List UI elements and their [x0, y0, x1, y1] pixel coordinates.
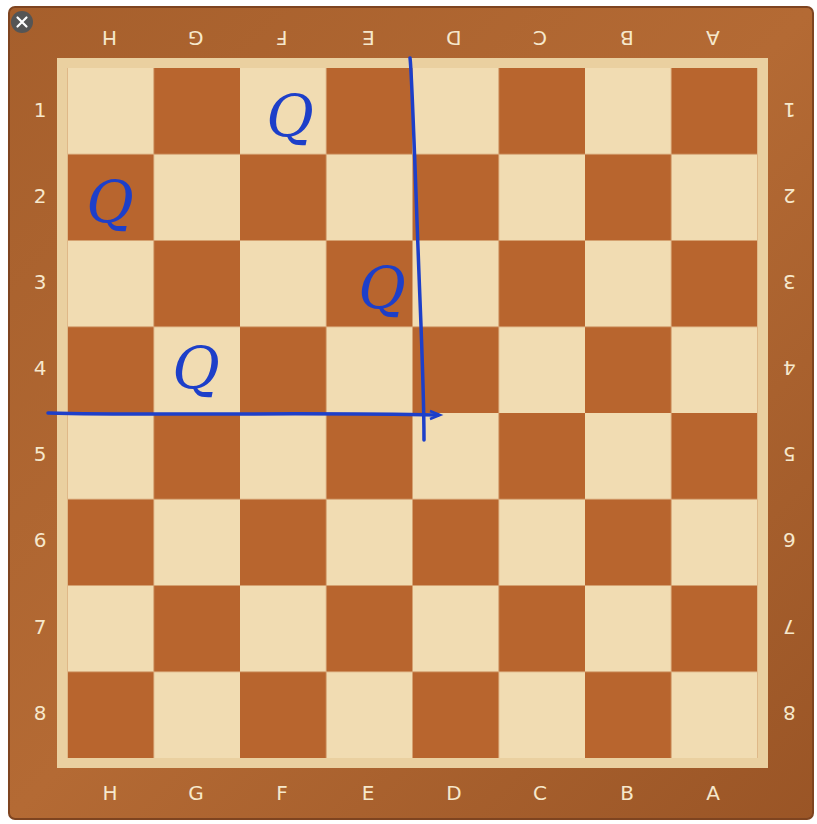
file-letter: F: [276, 28, 288, 48]
close-icon: [11, 11, 33, 33]
file-letter: E: [362, 28, 375, 48]
rank-number: 7: [34, 617, 47, 637]
file-letter: B: [620, 28, 634, 48]
file-letter: A: [706, 783, 720, 803]
queen-mark: Q: [172, 339, 220, 397]
file-letter: D: [446, 783, 461, 803]
file-letter: D: [446, 28, 461, 48]
file-letter: F: [276, 783, 288, 803]
file-letter: A: [706, 28, 720, 48]
vertical-pen-line: [410, 58, 424, 440]
board-frame: [9, 7, 813, 819]
rank-number: 2: [783, 186, 796, 206]
rank-number: 8: [34, 703, 47, 723]
rank-number: 6: [34, 530, 47, 550]
rank-number: 6: [783, 530, 796, 550]
rank-number: 3: [34, 272, 47, 292]
pen-tick: [430, 411, 440, 419]
file-letter: H: [102, 28, 117, 48]
file-letter: G: [188, 28, 204, 48]
queen-mark: Q: [266, 87, 314, 145]
rank-number: 8: [783, 703, 796, 723]
file-letter: C: [533, 28, 547, 48]
queen-mark: Q: [358, 259, 406, 317]
file-letter: C: [533, 783, 547, 803]
file-letter: B: [620, 783, 634, 803]
rank-number: 5: [783, 444, 796, 464]
rank-number: 2: [34, 186, 47, 206]
horizontal-pen-line: [48, 413, 438, 415]
rank-number: 4: [34, 358, 47, 378]
rank-number: 7: [783, 617, 796, 637]
file-letter: E: [362, 783, 375, 803]
rank-number: 4: [783, 358, 796, 378]
file-letter: G: [188, 783, 204, 803]
rank-number: 1: [783, 100, 796, 120]
queen-mark: Q: [86, 173, 134, 231]
rank-number: 1: [34, 100, 47, 120]
file-letter: H: [102, 783, 117, 803]
rank-number: 5: [34, 444, 47, 464]
rank-number: 3: [783, 272, 796, 292]
